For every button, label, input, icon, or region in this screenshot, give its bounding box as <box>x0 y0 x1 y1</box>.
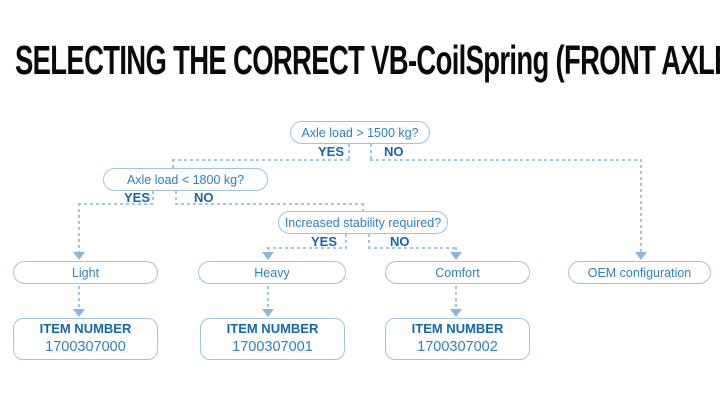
item-number-value: 1700307002 <box>417 338 498 355</box>
item-number-box: ITEM NUMBER 1700307001 <box>200 318 345 360</box>
item-number-value: 1700307001 <box>232 338 313 355</box>
item-number-heading: ITEM NUMBER <box>411 321 504 337</box>
connector-to-decision2 <box>172 159 174 169</box>
item-number-box: ITEM NUMBER 1700307000 <box>13 318 158 360</box>
connector-decision3-no-stub <box>368 234 370 248</box>
item-number-value: 1700307000 <box>45 338 126 355</box>
result-label: Comfort <box>435 265 480 280</box>
connector-to-decision3 <box>362 203 364 212</box>
result-oem-configuration: OEM configuration <box>568 261 711 284</box>
yes-label: YES <box>317 144 344 159</box>
no-label: NO <box>194 190 214 205</box>
connector-decision2-no-line <box>175 203 363 205</box>
arrow-down-icon <box>73 309 85 317</box>
arrow-down-icon <box>450 309 462 317</box>
yes-label: YES <box>123 190 150 205</box>
decision-question: Axle load > 1500 kg? <box>301 125 419 140</box>
result-label: OEM configuration <box>587 265 692 280</box>
connector-decision2-yes-line <box>78 203 154 205</box>
arrow-down-icon <box>262 252 274 260</box>
connector-to-oem <box>640 159 642 253</box>
connector-decision1-yes-line <box>172 159 350 161</box>
connector-light-to-item <box>78 286 80 309</box>
decision-axle-load-1500: Axle load > 1500 kg? <box>290 121 430 144</box>
connector-decision3-no-line <box>368 247 457 249</box>
connector-decision2-no-stub <box>175 191 177 204</box>
connector-decision1-no-stub <box>370 144 372 160</box>
item-number-box: ITEM NUMBER 1700307002 <box>385 318 530 360</box>
result-heavy: Heavy <box>198 261 346 284</box>
decision-question: Axle load < 1800 kg? <box>126 172 245 187</box>
arrow-down-icon <box>635 252 647 260</box>
item-number-heading: ITEM NUMBER <box>226 321 319 337</box>
result-comfort: Comfort <box>385 261 530 284</box>
arrow-down-icon <box>73 252 85 260</box>
connector-decision1-no-line <box>370 159 642 161</box>
connector-to-comfort <box>455 247 457 253</box>
arrow-down-icon <box>262 309 274 317</box>
connector-to-light <box>78 203 80 253</box>
no-label: NO <box>384 144 404 159</box>
decision-axle-load-1800: Axle load < 1800 kg? <box>103 168 268 191</box>
connector-decision3-yes-line <box>267 247 347 249</box>
decision-question: Increased stability required? <box>284 215 442 230</box>
connector-decision2-yes-stub <box>152 191 154 204</box>
result-label: Light <box>71 265 100 280</box>
page-title: SELECTING THE CORRECT VB-CoilSpring (FRO… <box>15 37 720 83</box>
connector-comfort-to-item <box>455 286 457 309</box>
connector-decision3-yes-stub <box>345 234 347 248</box>
arrow-down-icon <box>450 252 462 260</box>
decision-increased-stability: Increased stability required? <box>278 211 448 234</box>
connector-decision1-yes-stub <box>348 144 350 160</box>
item-number-heading: ITEM NUMBER <box>39 321 132 337</box>
yes-label: YES <box>310 234 337 249</box>
connector-heavy-to-item <box>267 286 269 309</box>
no-label: NO <box>390 234 410 249</box>
result-light: Light <box>13 261 158 284</box>
result-label: Heavy <box>254 265 290 280</box>
connector-to-heavy <box>267 247 269 253</box>
